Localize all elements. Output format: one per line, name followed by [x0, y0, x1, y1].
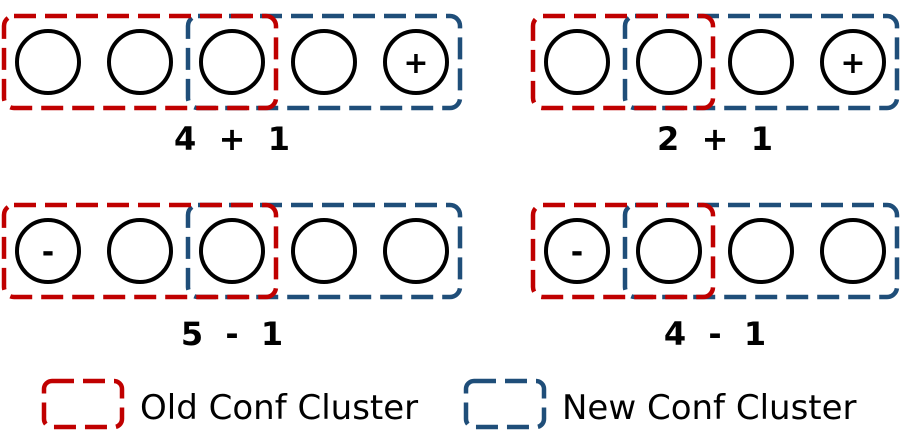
panels: +4 + 1+2 + 1-5 - 1-4 - 1 [1, 13, 900, 353]
node-circle [820, 29, 886, 95]
node: + [383, 29, 449, 95]
old-cluster-box [1, 202, 279, 300]
node: + [820, 29, 886, 95]
node-circle [820, 218, 886, 284]
node-circle [199, 218, 265, 284]
node-circle [544, 218, 610, 284]
node-circle [291, 29, 357, 95]
remove-node-symbol: - [42, 235, 54, 270]
panel-caption: 5 - 1 [181, 315, 283, 353]
panel-1: +4 + 1 [1, 13, 463, 158]
legend-new-swatch [463, 378, 547, 430]
node [728, 29, 794, 95]
node [107, 29, 173, 95]
legend-new-label: New Conf Cluster [562, 388, 857, 428]
node [544, 29, 610, 95]
new-cluster-box [622, 202, 900, 300]
add-node-symbol: + [403, 46, 428, 81]
node: - [544, 218, 610, 284]
panel-4: - 4 - 1 [530, 202, 900, 353]
panel-caption: 4 - 1 [664, 315, 766, 353]
old-cluster-box [530, 202, 716, 300]
node [728, 218, 794, 284]
old-cluster-box [530, 13, 716, 111]
node [107, 218, 173, 284]
node-circle [544, 29, 610, 95]
node-circle [15, 218, 81, 284]
node-circle [107, 218, 173, 284]
panel-3: - 5 - 1 [1, 202, 463, 353]
node-circle [15, 29, 81, 95]
new-cluster-box [185, 202, 463, 300]
node-circle [728, 29, 794, 95]
legend-old-swatch [41, 378, 125, 430]
node [820, 218, 886, 284]
panel-caption: 4 + 1 [174, 120, 290, 158]
node: - [15, 218, 81, 284]
node [636, 29, 702, 95]
legend-old-label: Old Conf Cluster [140, 388, 418, 428]
node-circle [383, 29, 449, 95]
node-circle [636, 29, 702, 95]
node-circle [728, 218, 794, 284]
old-cluster-box [1, 13, 279, 111]
node-circle [636, 218, 702, 284]
node [199, 218, 265, 284]
node-circle [199, 29, 265, 95]
node [291, 29, 357, 95]
node-circle [291, 218, 357, 284]
node-circle [383, 218, 449, 284]
remove-node-symbol: - [571, 235, 583, 270]
panel-2: +2 + 1 [530, 13, 900, 158]
node [199, 29, 265, 95]
node-circle [107, 29, 173, 95]
new-cluster-box [622, 13, 900, 111]
node [15, 29, 81, 95]
node [636, 218, 702, 284]
legend: Old Conf Cluster New Conf Cluster [41, 378, 857, 430]
node [291, 218, 357, 284]
new-cluster-box [185, 13, 463, 111]
add-node-symbol: + [840, 46, 865, 81]
panel-caption: 2 + 1 [657, 120, 773, 158]
node [383, 218, 449, 284]
